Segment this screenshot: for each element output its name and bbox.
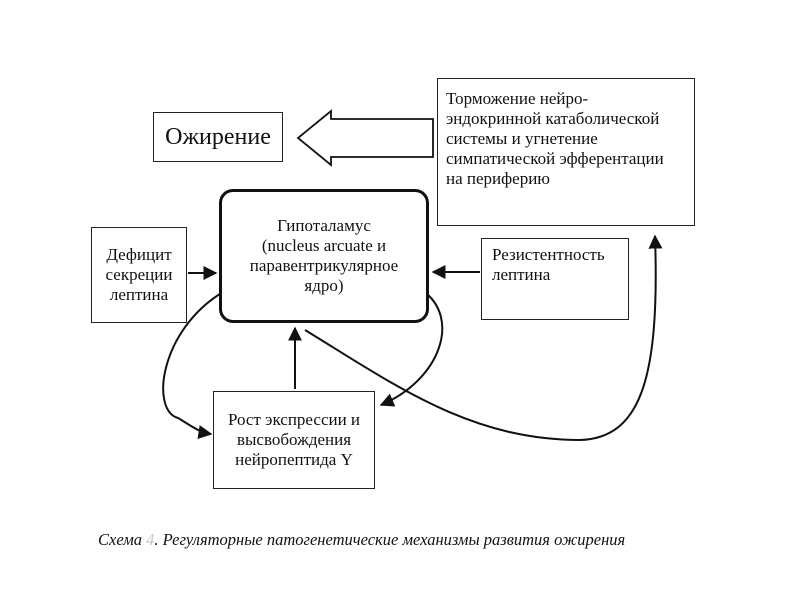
node-hypothalamus-line-2: (nucleus arcuate и (261, 236, 387, 255)
node-catabolic-inhibition: Торможение нейро- эндокринной катаболиче… (437, 78, 695, 226)
node-deficit-line-2: секреции (105, 265, 173, 284)
node-resistance-line-1: Резистентность (492, 245, 605, 264)
node-resistance-line-2: лептина (492, 265, 551, 284)
node-leptin-deficit: Дефицит секреции лептина (91, 227, 187, 323)
arrow-hypothalamus-to-npy (379, 289, 444, 407)
node-hypothalamus-line-3: паравентрикулярное (249, 256, 399, 275)
figure-caption: Схема 4. Регуляторные патогенетические м… (98, 530, 708, 550)
caption-prefix: Схема (98, 530, 143, 549)
node-hypothalamus-line-1: Гипоталамус (277, 216, 371, 235)
node-deficit-line-3: лептина (109, 285, 169, 304)
arrow-hypothalamus-to-inhibition (304, 234, 663, 442)
node-inhibition-line-1: Торможение нейро- (446, 89, 589, 108)
node-leptin-resistance: Резистентность лептина (481, 238, 629, 320)
node-obesity: Ожирение (153, 112, 283, 162)
node-inhibition-line-3: системы и угнетение (446, 129, 598, 148)
node-obesity-line-1: Ожирение (165, 124, 271, 150)
caption-text: . Регуляторные патогенетические механизм… (154, 530, 626, 549)
node-hypothalamus: Гипоталамус (nucleus arcuate и паравентр… (219, 189, 429, 323)
node-deficit-line-1: Дефицит (106, 245, 172, 264)
hollow-arrow-to-obesity (296, 109, 434, 167)
caption-figure-number: 4 (146, 530, 155, 549)
node-npy-line-2: высвобождения (236, 430, 352, 449)
arrow-loop-left-to-npy (162, 291, 224, 439)
node-inhibition-line-4: симпатической эфферентации (446, 149, 664, 168)
node-npy-growth: Рост экспрессии и высвобождения нейропеп… (213, 391, 375, 489)
node-npy-line-1: Рост экспрессии и (227, 410, 361, 429)
node-npy-line-3: нейропептида Y (235, 450, 353, 469)
node-inhibition-line-5: на периферию (446, 169, 550, 188)
node-hypothalamus-line-4: ядро) (304, 276, 344, 295)
node-inhibition-line-2: эндокринной катаболической (446, 109, 660, 128)
